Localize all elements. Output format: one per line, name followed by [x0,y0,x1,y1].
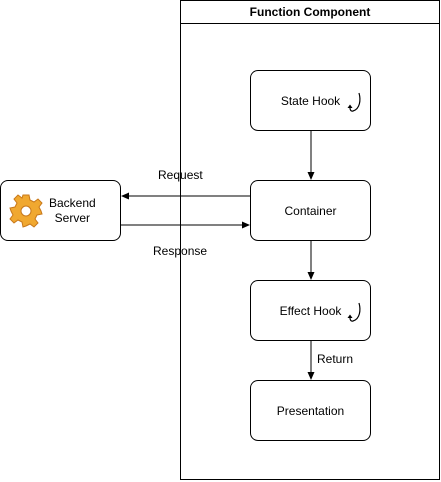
state-hook-node[interactable]: State Hook [250,70,371,131]
frame-title: Function Component [180,0,440,24]
container-label: Container [284,203,337,218]
effect-hook-node[interactable]: Effect Hook [250,280,371,341]
presentation-node[interactable]: Presentation [250,380,371,441]
container-node[interactable]: Container [250,180,371,241]
cycle-arrow-icon [347,302,361,322]
gear-icon [9,193,43,228]
backend-server-node[interactable]: Backend Server [0,180,121,241]
cycle-arrow-icon [347,92,361,112]
request-label: Request [158,168,203,182]
backend-server-label: Backend Server [49,196,96,226]
backend-label-line1: Backend [49,195,96,210]
frame-title-text: Function Component [249,5,371,19]
return-label: Return [317,352,354,366]
response-label: Response [153,244,208,258]
effect-hook-label: Effect Hook [279,303,342,318]
backend-label-line2: Server [54,210,91,225]
state-hook-label: State Hook [280,93,341,108]
presentation-label: Presentation [276,403,345,418]
